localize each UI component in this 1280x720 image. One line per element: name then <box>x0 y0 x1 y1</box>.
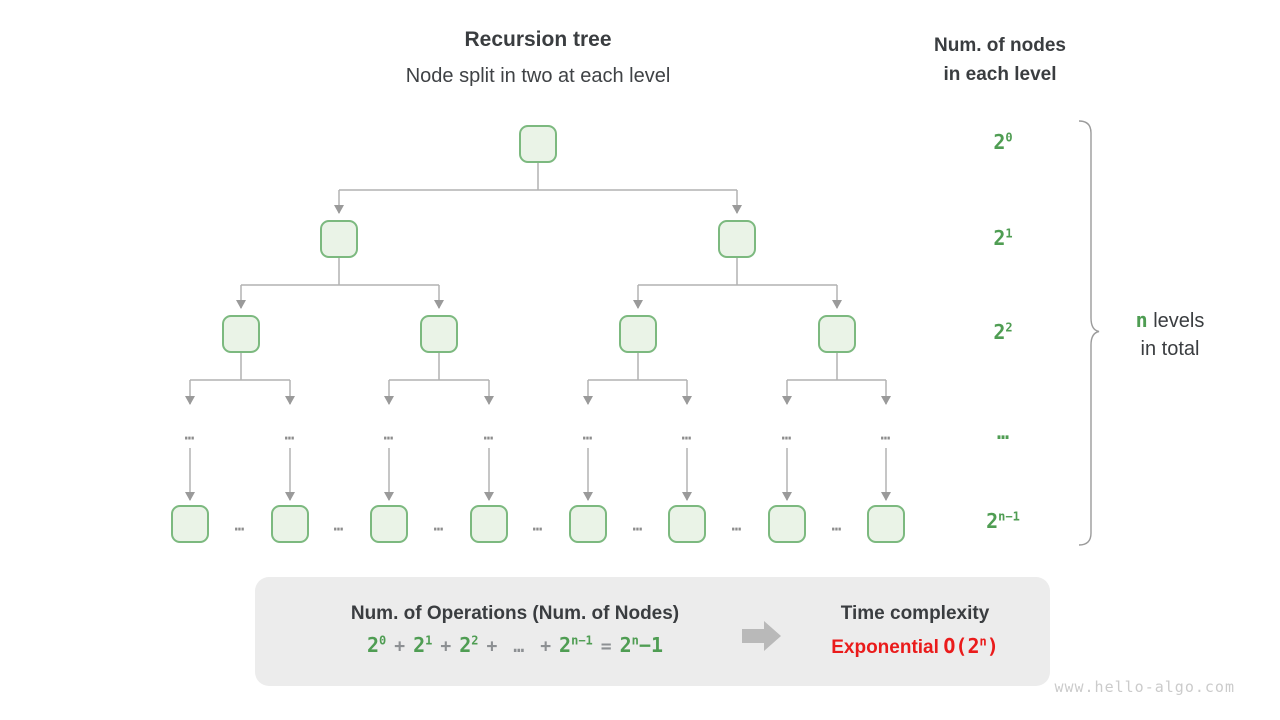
bottom-dots: … <box>731 515 743 535</box>
right-block-arrow-icon <box>742 621 781 651</box>
tree-node <box>519 125 557 163</box>
connector-line <box>339 163 737 191</box>
formula-token: … <box>513 636 525 657</box>
time-complexity-title: Time complexity <box>840 603 990 624</box>
mid-dots: … <box>880 424 892 444</box>
connector-line <box>588 353 687 381</box>
tree-node <box>768 505 806 543</box>
tree-node <box>171 505 209 543</box>
mid-dots: … <box>383 424 395 444</box>
formula-token: 21 <box>413 633 433 657</box>
bottom-dots: … <box>532 515 544 535</box>
operations-title: Num. of Operations (Num. of Nodes) <box>350 603 680 624</box>
tree-node <box>867 505 905 543</box>
mid-dots: … <box>284 424 296 444</box>
tree-node <box>818 315 856 353</box>
mid-dots: … <box>582 424 594 444</box>
tree-node <box>271 505 309 543</box>
mid-dots: … <box>184 424 196 444</box>
n-variable: n <box>1135 308 1148 332</box>
brace-annotation-line1-rest: levels <box>1147 310 1205 332</box>
mid-dots: … <box>483 424 495 444</box>
formula-token: + <box>540 636 552 657</box>
tree-node <box>222 315 260 353</box>
connector-line <box>638 258 837 286</box>
diagram-subtitle: Node split in two at each level <box>405 65 671 87</box>
tree-node <box>668 505 706 543</box>
connector-line <box>190 353 290 381</box>
diagram-title: Recursion tree <box>464 28 612 51</box>
right-header-line2: in each level <box>943 64 1057 85</box>
connector-line <box>241 258 439 286</box>
operations-formula: 20 +21 +22 + … +2n−1 = 2n−1 <box>275 633 755 657</box>
level-count-label: 21 <box>993 226 1013 250</box>
brace-annotation-line1: n levels <box>1105 306 1235 335</box>
mid-dots: … <box>781 424 793 444</box>
complexity-bigo: O(2n) <box>943 634 999 658</box>
tree-node <box>470 505 508 543</box>
summary-box: Num. of Operations (Num. of Nodes) 20 +21… <box>255 577 1050 686</box>
complexity-value: Exponential O(2n) <box>785 634 1045 659</box>
formula-token: 20 <box>366 633 387 657</box>
brace-annotation: n levels in total <box>1105 306 1235 363</box>
formula-token: + <box>486 636 498 657</box>
complexity-word: Exponential <box>831 637 939 658</box>
tree-node <box>718 220 756 258</box>
formula-token: = <box>600 636 612 657</box>
level-count-label: 20 <box>993 130 1013 154</box>
tree-node <box>420 315 458 353</box>
mid-dots: … <box>681 424 693 444</box>
connector-layer <box>185 163 891 501</box>
formula-token: 2n−1 <box>619 633 663 657</box>
bottom-dots: … <box>333 515 345 535</box>
connector-line <box>787 353 886 381</box>
connector-line <box>389 353 489 381</box>
bottom-dots: … <box>632 515 644 535</box>
formula-token: 2n−1 <box>559 633 593 657</box>
bottom-dots: … <box>831 515 843 535</box>
right-header-line1: Num. of nodes <box>934 35 1066 56</box>
formula-token: 22 <box>459 633 479 657</box>
level-count-label: … <box>996 420 1010 444</box>
bottom-dots: … <box>433 515 445 535</box>
watermark: www.hello-algo.com <box>1054 678 1235 696</box>
right-column-header: Num. of nodes in each level <box>890 31 1110 89</box>
tree-node <box>370 505 408 543</box>
formula-token: + <box>440 636 452 657</box>
tree-node <box>320 220 358 258</box>
formula-token: + <box>394 636 406 657</box>
bottom-dots: … <box>234 515 246 535</box>
level-count-label: 2n−1 <box>986 509 1020 533</box>
level-count-label: 22 <box>993 320 1013 344</box>
tree-node <box>569 505 607 543</box>
levels-brace <box>1078 120 1100 546</box>
tree-node <box>619 315 657 353</box>
brace-annotation-line2: in total <box>1140 338 1200 360</box>
